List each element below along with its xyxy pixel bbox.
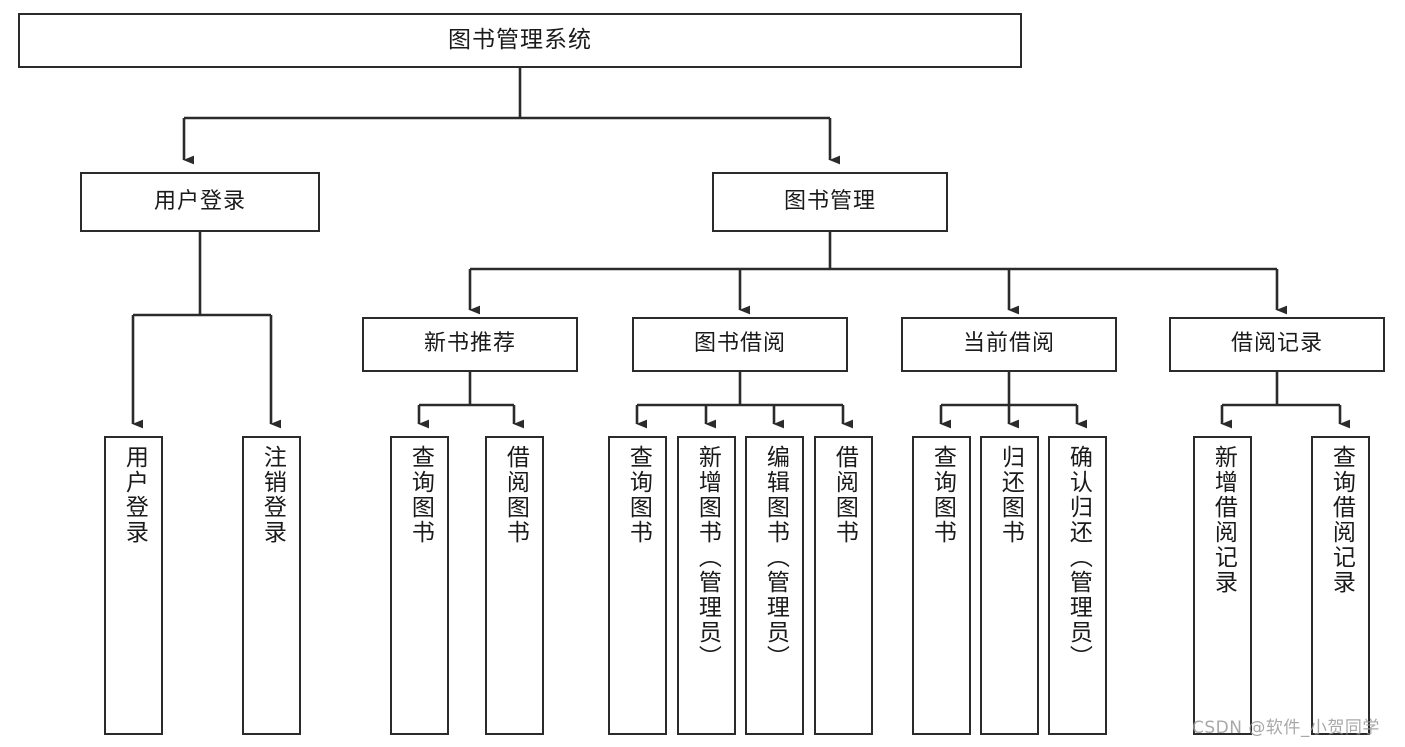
node-label: 新书推荐 [423, 331, 516, 357]
node-label: 新增图书（管理员） [694, 445, 721, 670]
node-leaf-add-book[interactable]: 新增图书（管理员） [677, 436, 736, 735]
node-label: 借阅记录 [1230, 331, 1323, 357]
node-label: 借阅图书 [831, 445, 858, 545]
node-leaf-confirm-return[interactable]: 确认归还（管理员） [1048, 436, 1107, 735]
node-label: 图书管理系统 [448, 26, 592, 53]
node-current-borrow[interactable]: 当前借阅 [901, 317, 1117, 372]
node-new-book-recommend[interactable]: 新书推荐 [362, 317, 578, 372]
node-label: 归还图书 [997, 445, 1024, 545]
node-label: 查询借阅记录 [1328, 445, 1355, 595]
node-leaf-query-record[interactable]: 查询借阅记录 [1311, 436, 1370, 735]
node-label: 编辑图书（管理员） [762, 445, 789, 670]
node-book-borrow[interactable]: 图书借阅 [632, 317, 848, 372]
node-book-manage[interactable]: 图书管理 [712, 172, 948, 232]
node-leaf-add-record[interactable]: 新增借阅记录 [1193, 436, 1252, 735]
node-borrow-record[interactable]: 借阅记录 [1169, 317, 1385, 372]
node-label: 借阅图书 [502, 445, 529, 545]
node-label: 图书管理 [783, 188, 876, 214]
node-label: 确认归还（管理员） [1065, 445, 1092, 670]
node-leaf-logout-login[interactable]: 注销登录 [242, 436, 301, 735]
node-leaf-query-book-3[interactable]: 查询图书 [912, 436, 971, 735]
node-leaf-user-login[interactable]: 用户登录 [104, 436, 163, 735]
node-label: 用户登录 [121, 445, 148, 545]
node-label: 新增借阅记录 [1210, 445, 1237, 595]
node-leaf-borrow-book-1[interactable]: 借阅图书 [485, 436, 544, 735]
csdn-watermark: CSDN @软件_小贺同学 [1192, 718, 1380, 738]
node-leaf-edit-book[interactable]: 编辑图书（管理员） [745, 436, 804, 735]
node-label: 用户登录 [153, 188, 246, 214]
node-label: 查询图书 [929, 445, 956, 545]
node-leaf-query-book-2[interactable]: 查询图书 [608, 436, 667, 735]
node-label: 注销登录 [259, 445, 286, 545]
node-leaf-query-book-1[interactable]: 查询图书 [390, 436, 449, 735]
node-label: 图书借阅 [693, 331, 786, 357]
node-user-login[interactable]: 用户登录 [80, 172, 320, 232]
node-leaf-return-book[interactable]: 归还图书 [980, 436, 1039, 735]
node-label: 查询图书 [407, 445, 434, 545]
node-root-book-management-system[interactable]: 图书管理系统 [18, 13, 1022, 68]
node-leaf-borrow-book-2[interactable]: 借阅图书 [814, 436, 873, 735]
node-label: 查询图书 [625, 445, 652, 545]
node-label: 当前借阅 [962, 331, 1055, 357]
